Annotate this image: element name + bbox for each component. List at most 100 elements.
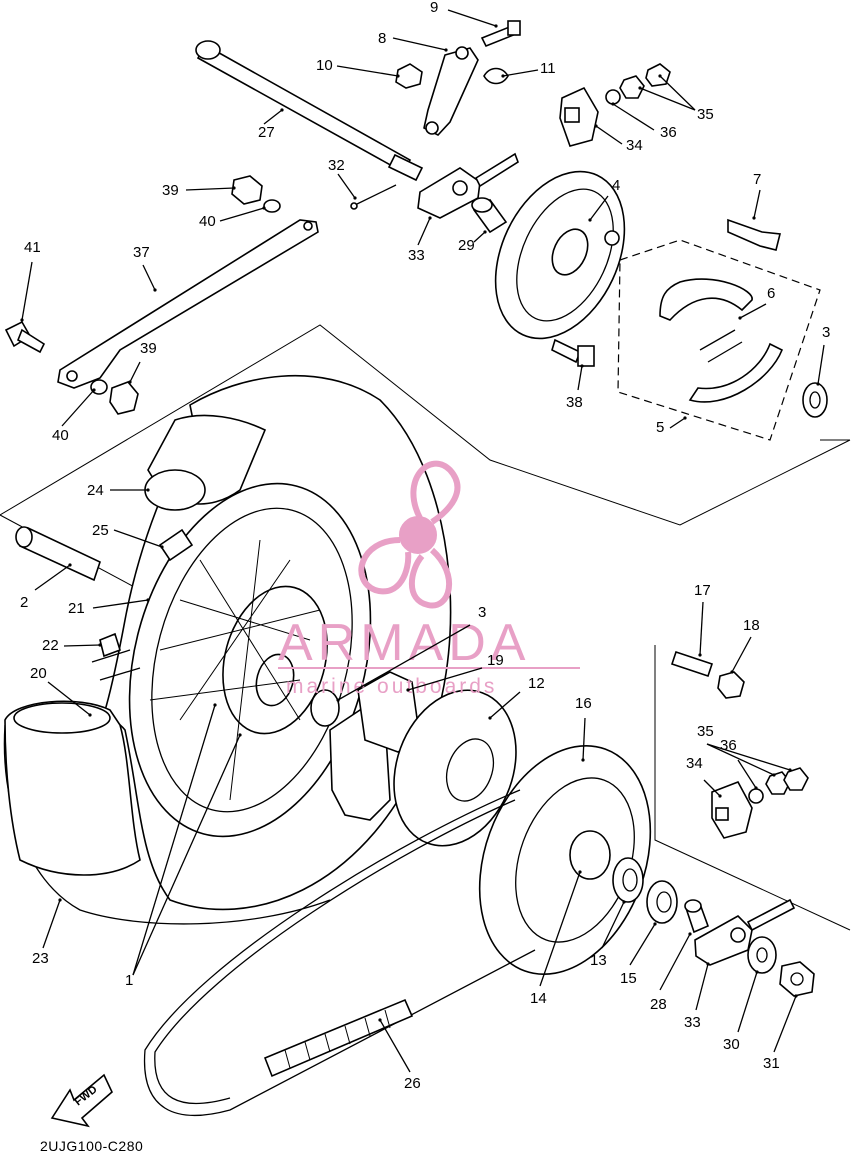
nuts-washers-upper xyxy=(605,63,671,105)
oil-seal xyxy=(646,880,678,924)
tension-bar xyxy=(57,219,319,389)
part-number-label: 12 xyxy=(528,675,545,692)
leader-tip xyxy=(578,870,582,874)
leader-line xyxy=(113,529,163,548)
leader-line xyxy=(417,217,431,246)
part-number-label: 16 xyxy=(575,695,592,712)
nuts-washers-lower xyxy=(748,767,809,804)
leader-line xyxy=(379,1019,411,1073)
part-number-label: 10 xyxy=(316,57,333,74)
wheel-rim xyxy=(128,482,372,838)
hub-collar xyxy=(684,899,710,934)
leader-line xyxy=(61,389,95,427)
leader-line xyxy=(639,87,696,111)
leader-line xyxy=(47,681,91,716)
leader-tip xyxy=(718,794,722,798)
part-number-label: 34 xyxy=(686,755,703,772)
leader-tip xyxy=(280,108,284,112)
leader-line xyxy=(706,743,775,776)
leader-line xyxy=(659,75,696,111)
leader-line xyxy=(219,207,265,222)
part-number-label: 9 xyxy=(430,0,438,16)
hub-bearing xyxy=(612,857,644,903)
leader-tip xyxy=(406,688,410,692)
leader-line xyxy=(336,65,399,77)
sprocket xyxy=(478,744,652,976)
part-number-label: 11 xyxy=(540,60,556,77)
leader-tip xyxy=(658,74,662,78)
leader-line xyxy=(502,69,539,77)
leader-tip xyxy=(444,48,448,52)
brake-shoe-plate xyxy=(494,170,626,340)
leader-tip xyxy=(353,196,357,200)
spoke-nipples xyxy=(91,632,141,681)
chain-adjuster-lower xyxy=(711,781,753,839)
leader-line xyxy=(703,779,721,797)
axle xyxy=(195,40,424,182)
rim-band xyxy=(144,414,267,562)
part-number-label: 41 xyxy=(24,239,41,256)
leader-line xyxy=(773,995,797,1053)
part-number-label: 30 xyxy=(723,1036,740,1053)
leader-line xyxy=(629,923,656,966)
leader-line xyxy=(34,564,71,591)
leader-tip xyxy=(396,74,400,78)
leader-tip xyxy=(580,364,584,368)
part-number-label: 31 xyxy=(763,1055,780,1072)
leader-line xyxy=(659,933,691,991)
part-number-label: 23 xyxy=(32,950,49,967)
wheel-bearing-center xyxy=(310,689,340,727)
leader-tip xyxy=(146,488,150,492)
washer-lower xyxy=(747,936,777,974)
chain-adjuster-upper xyxy=(559,86,599,147)
leader-tip xyxy=(754,786,758,790)
part-number-label: 2 xyxy=(20,594,28,611)
leader-tip xyxy=(483,230,487,234)
part-number-label: 25 xyxy=(92,522,109,539)
leader-line xyxy=(739,303,767,319)
part-number-label: 28 xyxy=(650,996,667,1013)
leader-tip xyxy=(336,698,340,702)
leader-tip xyxy=(594,124,598,128)
brake-shoe-kit xyxy=(617,239,821,441)
part-number-label: 13 xyxy=(590,952,607,969)
part-number-label: 39 xyxy=(162,182,179,199)
part-number-label: 36 xyxy=(720,737,737,754)
leader-line xyxy=(699,601,704,656)
leader-tip xyxy=(752,216,756,220)
part-number-label: 14 xyxy=(530,990,547,1007)
leader-line xyxy=(21,261,33,321)
leader-tip xyxy=(238,733,242,737)
part-number-label: 33 xyxy=(684,1014,701,1031)
leader-line xyxy=(132,704,216,976)
part-number-label: 8 xyxy=(378,30,386,47)
leader-tip xyxy=(494,24,498,28)
part-number-label: 5 xyxy=(656,419,664,436)
part-number-label: 15 xyxy=(620,970,637,987)
part-number-label: 37 xyxy=(133,244,150,261)
leader-line xyxy=(817,344,825,385)
sprocket-stud xyxy=(670,650,714,678)
part-number-label: 3 xyxy=(478,604,486,621)
leader-line xyxy=(92,599,149,609)
part-number-label: 3 xyxy=(822,324,830,341)
leader-line xyxy=(582,717,586,761)
leader-tip xyxy=(688,932,692,936)
part-number-label: 36 xyxy=(660,124,677,141)
leader-tip xyxy=(638,86,642,90)
leader-tip xyxy=(698,653,702,657)
leader-line xyxy=(601,901,625,949)
part-number-label: 40 xyxy=(199,213,216,230)
brake-camshaft xyxy=(727,218,781,251)
wheel-bearing-right xyxy=(802,382,828,418)
leader-tip xyxy=(683,416,687,420)
leader-line xyxy=(473,231,486,243)
diagram-code: 2UJG100-C280 xyxy=(40,1138,143,1154)
leader-line xyxy=(612,103,655,131)
leader-line xyxy=(737,971,758,1033)
leader-line xyxy=(392,37,447,51)
leader-line xyxy=(142,264,156,291)
leader-tip xyxy=(232,186,236,190)
